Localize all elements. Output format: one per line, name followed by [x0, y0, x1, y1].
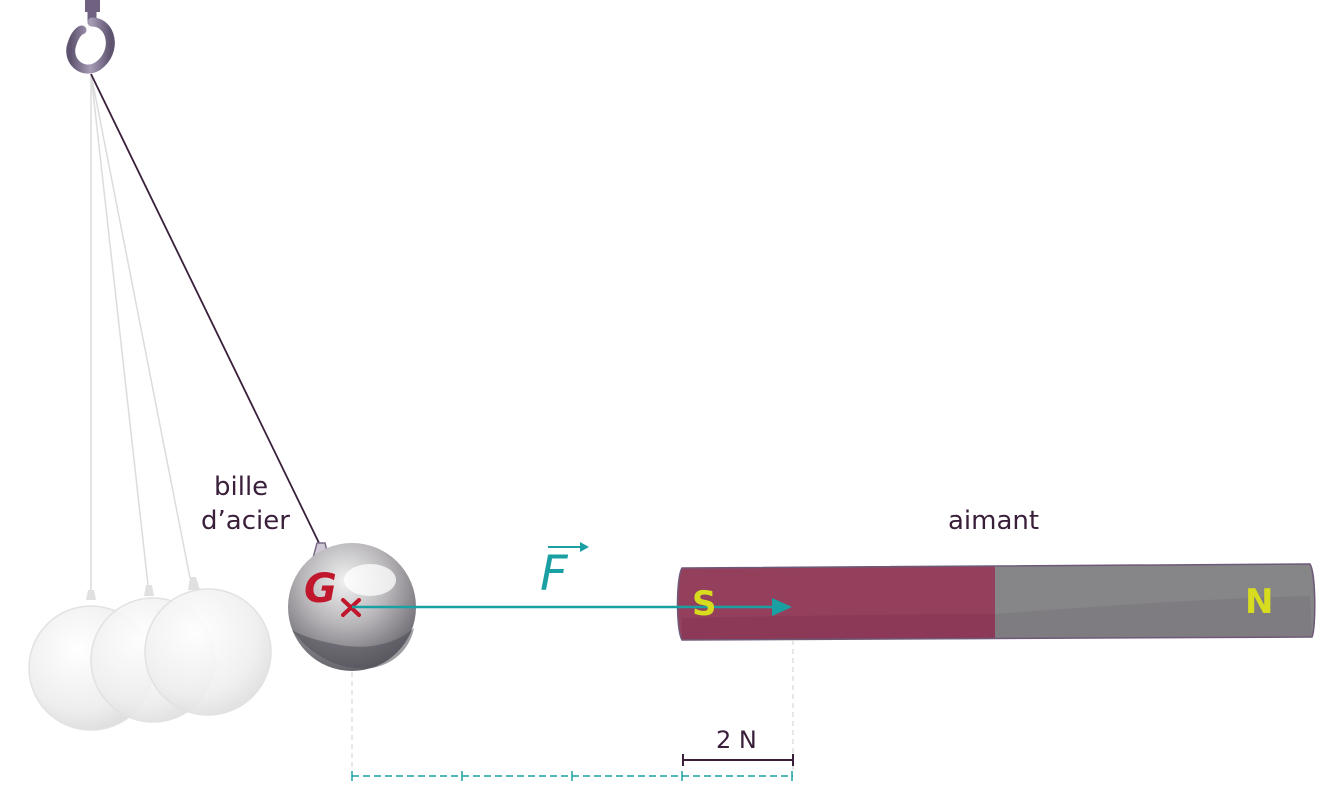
measurement-line: [351, 771, 793, 781]
force-arrow-head: [772, 598, 792, 616]
scale-bar: [682, 754, 794, 766]
magnet-label: aimant: [948, 506, 1040, 536]
center-symbol: G: [304, 566, 337, 612]
bar-magnet: [676, 563, 1316, 641]
pendulum-thread: [90, 73, 321, 546]
ball-label-line-1: bille: [214, 472, 269, 502]
ghost-pendulum-positions: [28, 73, 272, 731]
ghost-thread-2: [90, 73, 149, 586]
ball-label-line-2: d’acier: [201, 506, 290, 536]
hook: [66, 0, 115, 74]
force-symbol: F: [540, 546, 568, 602]
magnet-south-half: [677, 566, 995, 640]
center-of-gravity-mark: [341, 598, 361, 617]
vector-arrow-over-F: [548, 542, 589, 552]
north-pole-label: N: [1245, 582, 1274, 622]
force-arrow: [352, 598, 792, 616]
ghost-ball-3: [144, 588, 272, 716]
ghost-thread-3: [90, 73, 191, 579]
magnet-north-half: [995, 564, 1315, 639]
south-pole-label: S: [692, 584, 717, 624]
scale-label: 2 N: [716, 726, 757, 754]
